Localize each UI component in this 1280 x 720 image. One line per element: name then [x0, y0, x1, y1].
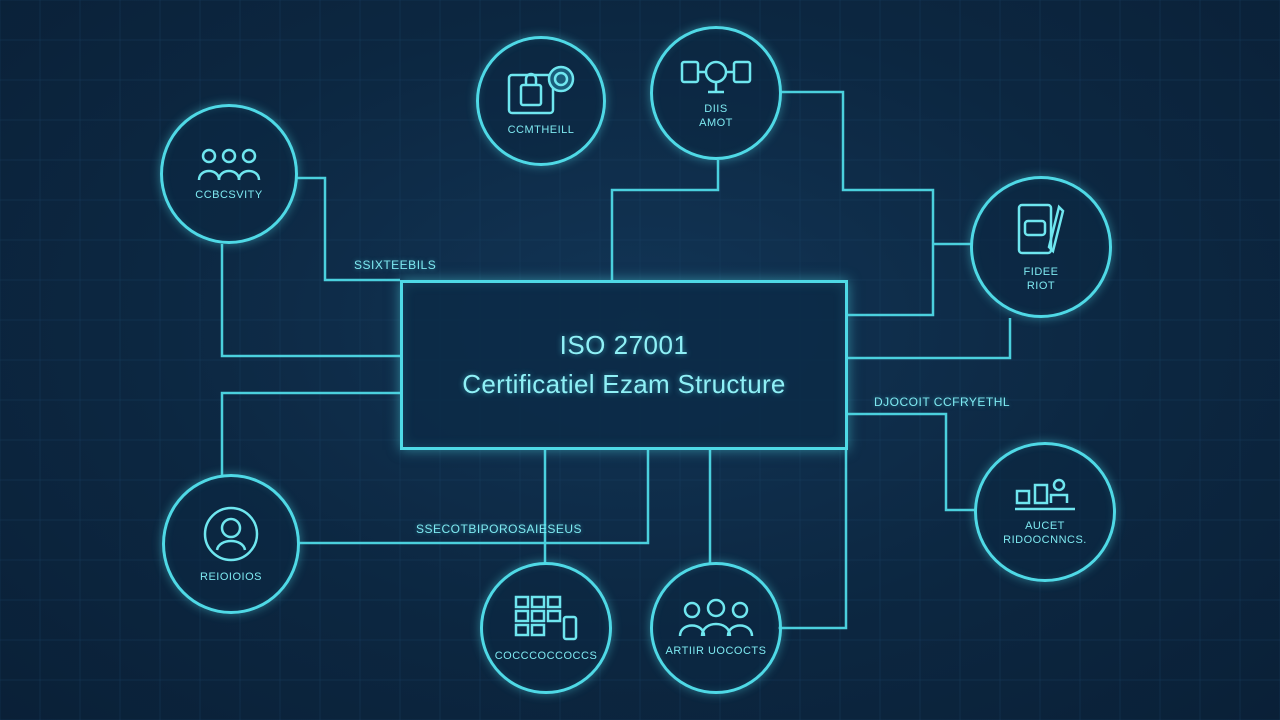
connector-top-center-right-2	[781, 90, 935, 317]
lock-icon	[505, 65, 577, 117]
connector-top-left-down	[220, 244, 400, 358]
node-bottom-left-label: REIOIOIOS	[200, 571, 262, 583]
person-icon	[201, 504, 261, 564]
group-icon	[676, 598, 756, 638]
edge-label-right: DJOCOIT CCFRYETHL	[874, 395, 1011, 409]
connector-top-center-right	[610, 160, 720, 280]
connector-right-lower	[848, 412, 975, 512]
node-right-lower: AUCET RIDOOCNNCS.	[974, 442, 1116, 582]
node-top-left-label: CCBCSVITY	[195, 189, 263, 201]
node-top-center-right-label: DIIS AMOT	[699, 103, 733, 129]
node-right-upper: FIDEE RIOT	[970, 176, 1112, 318]
people-icon	[195, 146, 263, 182]
node-bottom-center-left-label: COCCCOCCOCCS	[494, 650, 598, 662]
edge-label-bottom-left: SSECOTBIPOROSAIESEUS	[416, 522, 583, 536]
central-topic-box: ISO 27001 Certificatiel Ezam Structure	[400, 280, 848, 450]
edge-label-top-left: SSIXTEEBILS	[354, 258, 437, 272]
node-top-center-left-label: CCMTHEILL	[507, 124, 575, 136]
central-topic-title: ISO 27001	[559, 330, 689, 360]
node-top-left: CCBCSVITY	[160, 104, 298, 244]
node-bottom-left: REIOIOIOS	[162, 474, 300, 614]
node-bottom-center-left: COCCCOCCOCCS	[480, 562, 612, 694]
users-icon	[1013, 477, 1077, 513]
network-icon	[678, 56, 754, 96]
connector-bottom-center-right-2	[778, 450, 848, 630]
document-icon	[1013, 201, 1069, 259]
node-right-lower-label: AUCET RIDOOCNNCS.	[1003, 520, 1087, 546]
connector-bottom-left-2	[298, 450, 650, 545]
connector-right-upper-2	[848, 318, 1012, 360]
connector-top-left	[297, 176, 400, 282]
node-top-center-right: DIIS AMOT	[650, 26, 782, 160]
central-topic-subtitle: Certificatiel Ezam Structure	[462, 369, 786, 399]
node-bottom-center-right-label: ARTIIR UOCOCTS	[665, 645, 767, 657]
blocks-icon	[512, 593, 580, 643]
node-top-center-left: CCMTHEILL	[476, 36, 606, 166]
node-right-upper-label: FIDEE RIOT	[1023, 266, 1059, 292]
connector-bottom-left	[220, 391, 400, 476]
node-bottom-center-right: ARTIIR UOCOCTS	[650, 562, 782, 694]
